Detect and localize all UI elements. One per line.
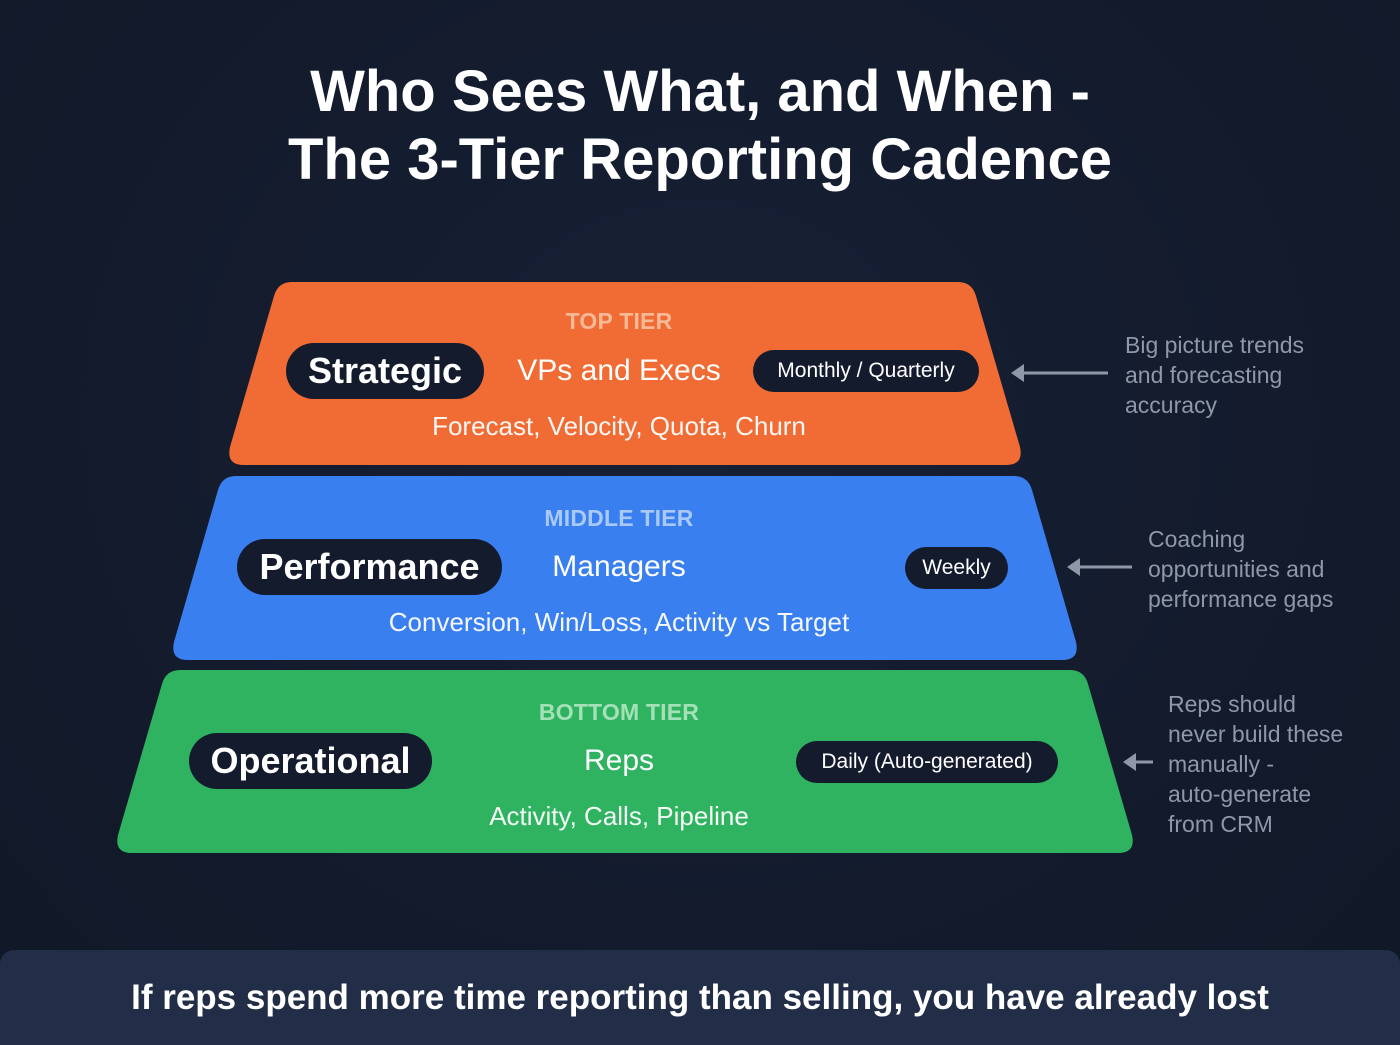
tier-name-pill: Performance bbox=[237, 539, 502, 595]
tier-name-pill: Operational bbox=[189, 733, 432, 789]
title-line-2: The 3-Tier Reporting Cadence bbox=[288, 127, 1112, 192]
tier-name-pill: Strategic bbox=[286, 343, 484, 399]
tier-level-label: TOP TIER bbox=[565, 308, 673, 334]
arrow-left-icon bbox=[1067, 558, 1132, 576]
tier-note: Big picture trends and forecasting accur… bbox=[1125, 332, 1304, 418]
page-title: Who Sees What, and When - The 3-Tier Rep… bbox=[0, 58, 1400, 194]
tier-level-label: BOTTOM TIER bbox=[538, 699, 700, 725]
arrow-left-icon bbox=[1123, 753, 1153, 771]
tier-cadence-badge: Daily (Auto-generated) bbox=[796, 741, 1058, 783]
arrow-left-icon bbox=[1011, 364, 1108, 382]
tier-audience: VPs and Execs bbox=[517, 354, 721, 387]
tier-cadence-badge: Weekly bbox=[905, 547, 1008, 589]
title-line-1: Who Sees What, and When - bbox=[310, 59, 1090, 124]
tier-metrics: Forecast, Velocity, Quota, Churn bbox=[432, 411, 806, 441]
top-tier-shape bbox=[229, 282, 1021, 465]
middle-tier-shape bbox=[173, 476, 1077, 660]
bottom-tier-shape bbox=[117, 670, 1133, 853]
tier-level-label: MIDDLE TIER bbox=[544, 505, 694, 531]
tier-audience: Reps bbox=[583, 744, 655, 777]
tier-audience: Managers bbox=[552, 550, 686, 583]
tier-metrics: Conversion, Win/Loss, Activity vs Target bbox=[388, 607, 850, 637]
footer-text: If reps spend more time reporting than s… bbox=[131, 978, 1269, 1017]
tier-note: Coaching opportunities and performance g… bbox=[1148, 526, 1334, 612]
tier-note: Reps should never build these manually -… bbox=[1168, 691, 1344, 837]
tier-cadence-badge: Monthly / Quarterly bbox=[753, 350, 979, 392]
footer-banner: If reps spend more time reporting than s… bbox=[0, 950, 1400, 1045]
tier-metrics: Activity, Calls, Pipeline bbox=[489, 801, 749, 831]
